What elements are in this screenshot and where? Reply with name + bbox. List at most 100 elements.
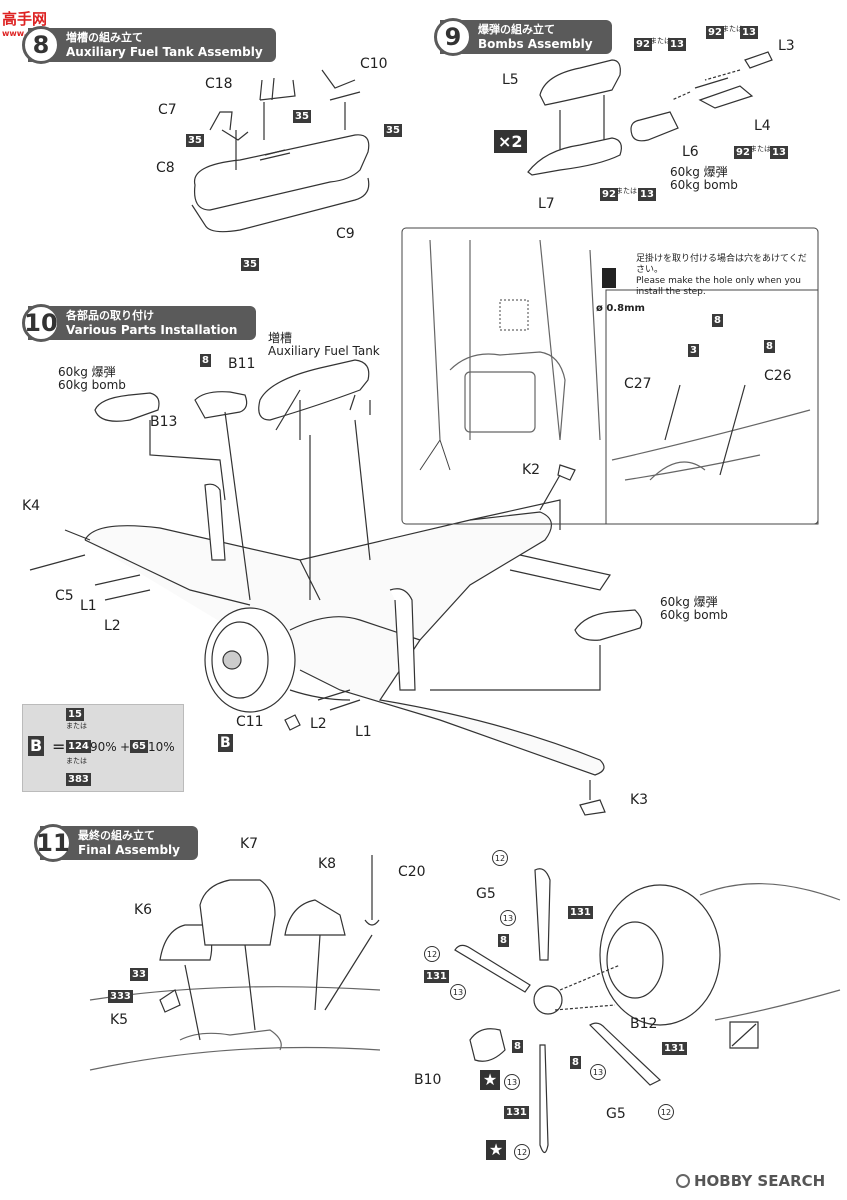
color-8: 8 (512, 1040, 523, 1053)
step-title-en: Auxiliary Fuel Tank Assembly (66, 45, 263, 59)
color-8: 8 (200, 354, 211, 367)
part-l5: L5 (502, 72, 519, 88)
or-label: または (650, 37, 671, 45)
color-383: 383 (66, 773, 91, 786)
color-13: 13 (770, 146, 788, 159)
part-k6: K6 (134, 902, 153, 918)
or-label: または (750, 145, 771, 153)
part-k5: K5 (110, 1012, 129, 1028)
or-label: または (66, 757, 87, 765)
color-92: 92 (634, 38, 652, 51)
plus-sign: + (120, 740, 131, 754)
color-b: B (218, 734, 233, 752)
color-8: 8 (498, 934, 509, 947)
part-k4: K4 (22, 498, 41, 514)
color-13: 13 (504, 1074, 520, 1090)
or-label: または (66, 722, 87, 730)
color-13: 13 (638, 188, 656, 201)
color-35: 35 (293, 110, 311, 123)
part-k8: K8 (318, 856, 337, 872)
step-title-jp: 最終の組み立て (78, 829, 155, 842)
part-c26: C26 (764, 368, 792, 384)
color-8: 8 (764, 340, 775, 353)
hobby-search-logo: HOBBY SEARCH (676, 1172, 825, 1190)
part-c20: C20 (398, 864, 426, 880)
step-title-en: Bombs Assembly (478, 37, 593, 51)
color-12: 12 (514, 1144, 530, 1160)
part-l4: L4 (754, 118, 771, 134)
color-12: 12 (658, 1104, 674, 1120)
color-13: 13 (500, 910, 516, 926)
color-131: 131 (424, 970, 449, 983)
color-15: 15 (66, 708, 84, 721)
quantity-x2: ×2 (494, 130, 527, 153)
part-l2: L2 (310, 716, 327, 732)
color-12: 12 (492, 850, 508, 866)
part-c7: C7 (158, 102, 177, 118)
color-131: 131 (504, 1106, 529, 1119)
part-g5: G5 (606, 1106, 626, 1122)
part-k2: K2 (522, 462, 541, 478)
part-l7: L7 (538, 196, 555, 212)
color-12: 12 (424, 946, 440, 962)
color-35: 35 (241, 258, 259, 271)
color-124: 124 (66, 740, 91, 753)
color-92: 92 (600, 188, 618, 201)
color-mix-panel (22, 704, 184, 792)
part-c10: C10 (360, 56, 388, 72)
color-b: B (28, 736, 45, 756)
color-13: 13 (740, 26, 758, 39)
step-title-jp: 各部品の取り付け (66, 309, 154, 322)
part-g5: G5 (476, 886, 496, 902)
part-l1: L1 (355, 724, 372, 740)
inset-note: 足掛けを取り付ける場合は穴をあけてください。Please make the ho… (636, 254, 807, 297)
color-131: 131 (568, 906, 593, 919)
part-c9: C9 (336, 226, 355, 242)
ratio-10: 10% (148, 740, 175, 754)
drill-size: ø 0.8mm (596, 303, 645, 314)
or-label: または (616, 187, 637, 195)
part-c8: C8 (156, 160, 175, 176)
step-title-en: Various Parts Installation (66, 323, 238, 337)
step-title-jp: 増槽の組み立て (66, 31, 143, 44)
hobby-search-icon (676, 1174, 690, 1188)
color-92: 92 (734, 146, 752, 159)
part-c5: C5 (55, 588, 74, 604)
part-b12: B12 (630, 1016, 658, 1032)
part-c18: C18 (205, 76, 233, 92)
color-3: 3 (688, 344, 699, 357)
color-92: 92 (706, 26, 724, 39)
ratio-90: 90% (90, 740, 117, 754)
or-label: または (722, 25, 743, 33)
hobby-search-text: HOBBY SEARCH (694, 1172, 826, 1190)
color-35: 35 (186, 134, 204, 147)
color-8: 8 (712, 314, 723, 327)
step-number: 10 (22, 304, 60, 342)
step-number: 8 (22, 26, 60, 64)
step-number: 9 (434, 18, 472, 56)
part-k7: K7 (240, 836, 259, 852)
step-title-jp: 爆弾の組み立て (478, 23, 555, 36)
color-35: 35 (384, 124, 402, 137)
equals-sign: = (52, 737, 66, 756)
step-number: 11 (34, 824, 72, 862)
part-c27: C27 (624, 376, 652, 392)
part-l1: L1 (80, 598, 97, 614)
color-33: 33 (130, 968, 148, 981)
part-l2: L2 (104, 618, 121, 634)
star-icon: ★ (486, 1140, 506, 1160)
watermark-name: 高手网 (2, 10, 48, 28)
part-k3: K3 (630, 792, 649, 808)
color-131: 131 (662, 1042, 687, 1055)
color-13: 13 (590, 1064, 606, 1080)
color-8: 8 (570, 1056, 581, 1069)
part-b13: B13 (150, 414, 178, 430)
